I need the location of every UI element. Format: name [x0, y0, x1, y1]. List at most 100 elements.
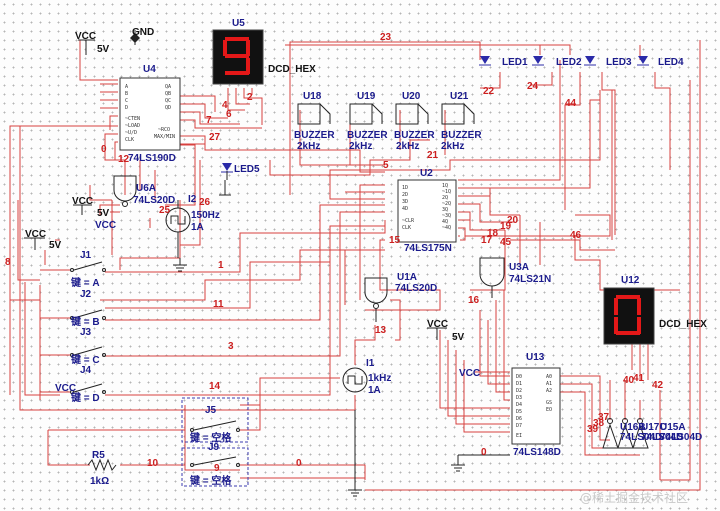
svg-text:15: 15 [389, 235, 401, 246]
svg-text:12: 12 [118, 154, 130, 165]
svg-text:45: 45 [500, 237, 512, 248]
svg-text:J1: J1 [80, 250, 92, 261]
svg-text:74LS04D: 74LS04D [660, 432, 702, 443]
svg-text:U18: U18 [303, 91, 322, 102]
svg-text:5: 5 [383, 160, 389, 171]
led1: LED1 [479, 56, 528, 68]
svg-text:24: 24 [527, 81, 539, 92]
switch-j1: J1 键 = A [70, 250, 106, 289]
svg-text:D0: D0 [516, 374, 522, 380]
vcc-top-label: VCC [75, 31, 96, 42]
switches-abcd: J1 键 = A J2 键 = B J3 键 = C J4 键 = D VCC [55, 250, 106, 404]
svg-text:U19: U19 [357, 91, 376, 102]
svg-text:VCC: VCC [459, 368, 480, 379]
svg-text:J2: J2 [80, 289, 92, 300]
svg-text:BUZZER: BUZZER [294, 130, 335, 141]
svg-text:74LS148D: 74LS148D [513, 447, 561, 458]
svg-text:~1Q: ~1Q [442, 189, 451, 195]
u2-ref: U2 [420, 168, 433, 179]
svg-text:键 = D: 键 = D [70, 391, 100, 404]
svg-text:R5: R5 [92, 450, 105, 461]
svg-text:C: C [125, 98, 128, 104]
svg-text:38: 38 [593, 418, 605, 429]
svg-text:23: 23 [380, 32, 392, 43]
svg-text:D6: D6 [516, 416, 522, 422]
svg-text:39: 39 [587, 424, 599, 435]
vcc-u13: VCC 5V VCC [427, 319, 480, 379]
svg-text:1kHz: 1kHz [368, 373, 391, 384]
svg-text:LED4: LED4 [658, 57, 684, 68]
svg-text:25: 25 [159, 205, 171, 216]
vcc-mid: VCC 5V VCC [72, 196, 116, 231]
svg-text:A: A [125, 84, 128, 90]
svg-text:D3: D3 [516, 395, 522, 401]
svg-text:J3: J3 [80, 327, 92, 338]
svg-text:17: 17 [481, 235, 493, 246]
svg-text:7: 7 [206, 115, 212, 126]
gnd-top-label: GND [132, 27, 154, 38]
svg-text:21: 21 [427, 150, 439, 161]
svg-text:QA: QA [165, 84, 171, 90]
svg-text:D: D [125, 105, 128, 111]
svg-text:~CLR: ~CLR [402, 218, 415, 224]
svg-text:CLK: CLK [125, 137, 134, 143]
u12-display: U12 DCD_HEX 0 [603, 275, 707, 345]
svg-text:GS: GS [546, 400, 552, 406]
u4-part: 74LS190D [128, 153, 176, 164]
svg-text:VCC: VCC [427, 319, 448, 330]
svg-text:键 = 空格: 键 = 空格 [189, 474, 232, 487]
svg-text:1Q: 1Q [442, 183, 448, 189]
seg-d [225, 71, 249, 75]
led2: LED2 [532, 56, 582, 68]
seg-g [225, 54, 249, 58]
vcc-left: VCC 5V [25, 229, 62, 251]
svg-text:A0: A0 [546, 374, 552, 380]
svg-text:B: B [125, 91, 128, 97]
svg-text:46: 46 [570, 230, 582, 241]
svg-text:A1: A1 [546, 381, 552, 387]
u4-chip: U4 A B C D ~CTEN ~LOAD ~U/D CLK QA QB QC… [119, 64, 181, 164]
svg-text:44: 44 [565, 98, 577, 109]
svg-text:3D: 3D [402, 199, 408, 205]
svg-text:J4: J4 [80, 365, 92, 376]
svg-text:5V: 5V [452, 332, 465, 343]
svg-text:74LS04D: 74LS04D [641, 432, 683, 443]
svg-text:MAX/MIN: MAX/MIN [154, 134, 175, 140]
svg-text:U13: U13 [526, 352, 545, 363]
led-row: LED1 LED2 LED3 LED4 [479, 56, 684, 68]
buzzers: U18 BUZZER 2kHz U19 BUZZER 2kHz U20 BUZZ… [294, 91, 482, 152]
svg-text:1: 1 [218, 260, 224, 271]
svg-text:20: 20 [507, 215, 519, 226]
svg-text:~LOAD: ~LOAD [125, 123, 140, 129]
svg-text:2kHz: 2kHz [297, 141, 320, 152]
switch-j2: J2 键 = B [70, 289, 106, 328]
i2-ref: I2 [188, 194, 197, 205]
svg-text:18: 18 [487, 228, 499, 239]
svg-text:3Q: 3Q [442, 207, 448, 213]
svg-text:2D: 2D [402, 192, 408, 198]
svg-text:~RCO: ~RCO [158, 127, 170, 133]
svg-text:4: 4 [222, 100, 228, 111]
svg-text:42: 42 [652, 380, 664, 391]
svg-text:40: 40 [623, 375, 635, 386]
i1-source: I1 1kHz 1A [342, 358, 391, 396]
r5-resistor: R5 1kΩ [87, 450, 117, 487]
u1a-gate: U1A 74LS20D [364, 272, 437, 322]
svg-text:U1A: U1A [397, 272, 417, 283]
svg-text:J5: J5 [205, 405, 217, 416]
inverters: U16B 74LS04D U17C 74LS04D U15A 74LS04D [602, 418, 702, 449]
seg-a [225, 37, 249, 41]
i2-amp: 1A [191, 222, 204, 233]
svg-text:~4Q: ~4Q [442, 225, 451, 231]
svg-text:1A: 1A [368, 385, 381, 396]
u13-chip: U13 D0 D1 D2 D3 D4 D5 D6 D7 EI A0 A1 A2 … [511, 352, 561, 458]
svg-text:VCC: VCC [55, 383, 76, 394]
u5-ref: U5 [232, 18, 245, 29]
u5-display: U5 DCD_HEX 9 [212, 18, 316, 85]
svg-text:LED1: LED1 [502, 57, 528, 68]
svg-text:1D: 1D [402, 185, 408, 191]
u6a-gate: U6A 74LS20D [113, 175, 175, 207]
buzzer-u20: U20 BUZZER 2kHz [394, 91, 435, 152]
svg-text:VCC: VCC [25, 229, 46, 240]
